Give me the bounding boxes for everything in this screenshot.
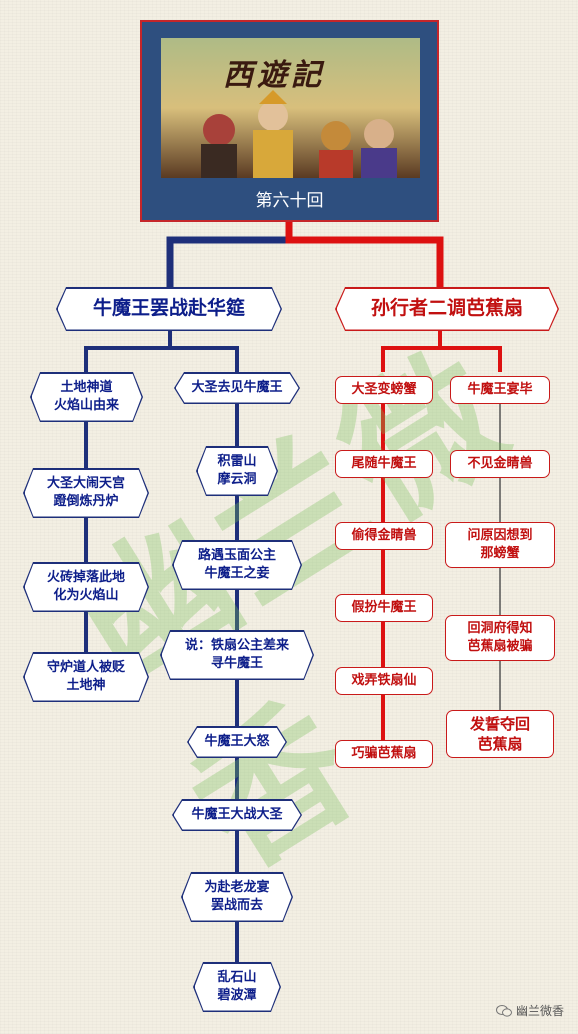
- node-left-b-1: 大圣去见牛魔王: [174, 372, 300, 404]
- node-right-b-5: 发誓夺回 芭蕉扇: [446, 710, 554, 758]
- node-left-b-6: 牛魔王大战大圣: [172, 799, 302, 831]
- chapter-title: 第六十回: [255, 191, 324, 211]
- branch-right-title: 孙行者二调芭蕉扇: [335, 287, 559, 331]
- node-left-a-2: 大圣大闹天宫 蹬倒炼丹炉: [23, 468, 149, 518]
- branch-left-title: 牛魔王罢战赴华筵: [56, 287, 282, 331]
- node-left-b-7: 为赴老龙宴 罢战而去: [181, 872, 293, 922]
- node-right-a-4: 假扮牛魔王: [335, 594, 433, 622]
- title-panel: 西遊記 第六十回: [140, 20, 439, 222]
- footer-brand-label: 幽兰微香: [515, 1004, 564, 1018]
- node-right-b-3: 问原因想到 那螃蟹: [445, 522, 555, 568]
- node-right-a-2: 尾随牛魔王: [335, 450, 433, 478]
- node-left-b-2: 积雷山 摩云洞: [196, 446, 278, 496]
- node-left-b-3: 路遇玉面公主 牛魔王之妾: [172, 540, 302, 590]
- poster-logo: 西遊記: [223, 58, 325, 93]
- node-left-a-1: 土地神道 火焰山由来: [30, 372, 143, 422]
- node-right-a-6: 巧骗芭蕉扇: [335, 740, 433, 768]
- footer-brand: 幽兰微香: [495, 1002, 564, 1019]
- poster-image: 西遊記: [161, 38, 420, 178]
- node-left-b-8: 乱石山 碧波潭: [193, 962, 281, 1012]
- node-right-a-3: 偷得金睛兽: [335, 522, 433, 550]
- wechat-icon: [495, 1004, 512, 1017]
- node-left-b-4: 说：铁扇公主差来 寻牛魔王: [160, 630, 314, 680]
- node-right-b-4: 回洞府得知 芭蕉扇被骗: [445, 615, 555, 661]
- node-left-b-5: 牛魔王大怒: [187, 726, 287, 758]
- node-right-b-2: 不见金睛兽: [450, 450, 550, 478]
- node-left-a-3: 火砖掉落此地 化为火焰山: [23, 562, 149, 612]
- node-right-a-1: 大圣变螃蟹: [335, 376, 433, 404]
- node-right-a-5: 戏弄铁扇仙: [335, 667, 433, 695]
- node-right-b-1: 牛魔王宴毕: [450, 376, 550, 404]
- node-left-a-4: 守炉道人被贬 土地神: [23, 652, 149, 702]
